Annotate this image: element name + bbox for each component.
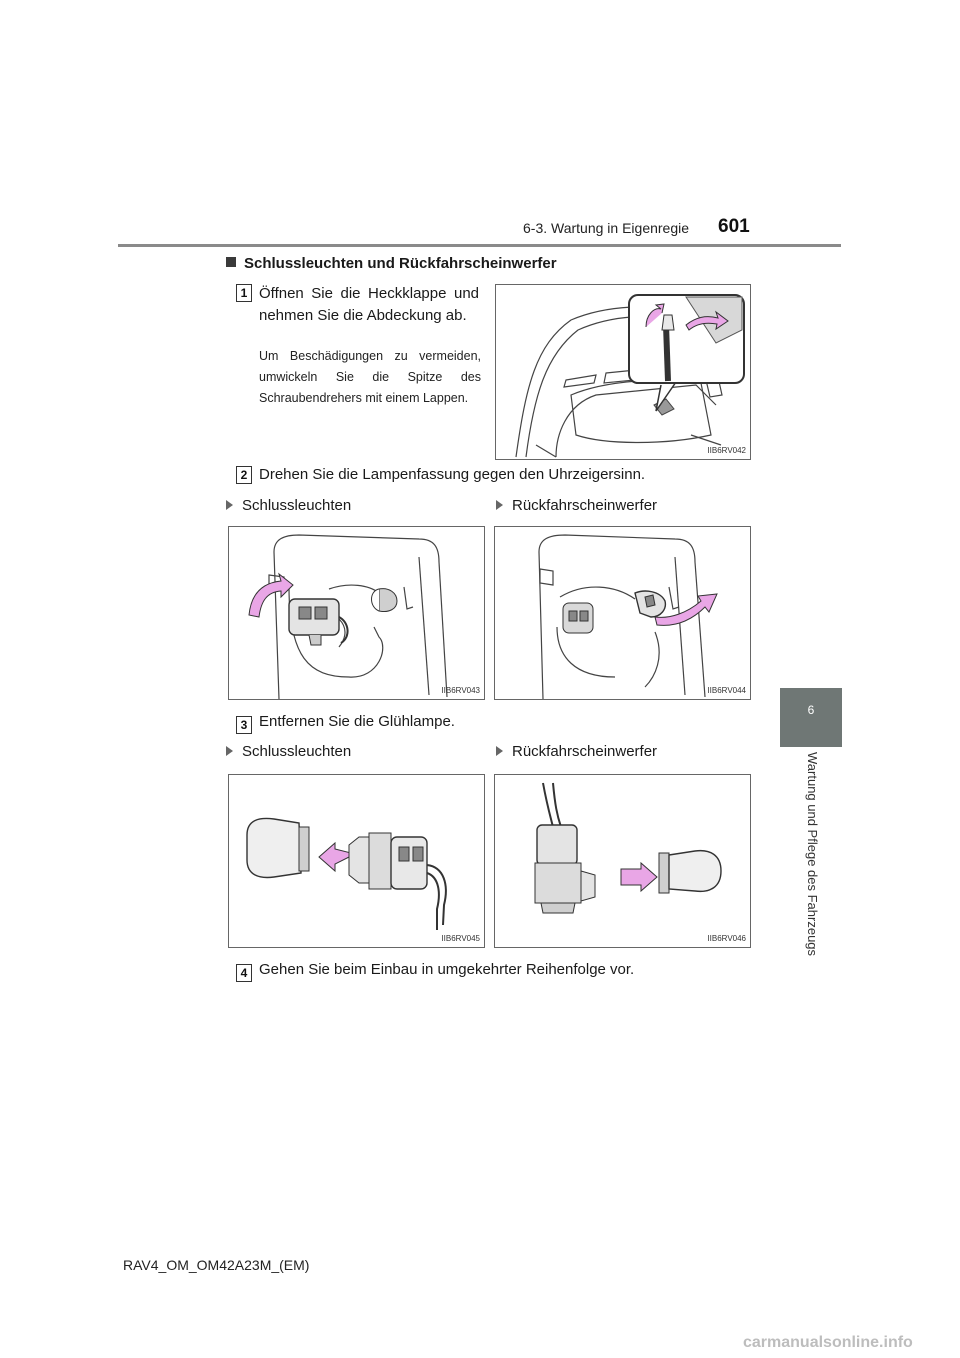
reverse-bulb-illustration xyxy=(534,782,722,914)
step-1-note: Um Beschädigungen zu vermeiden, umwickel… xyxy=(259,349,481,405)
figure-code: IIB6RV042 xyxy=(707,446,746,455)
sub-label-reverse: Rückfahrscheinwerfer xyxy=(496,743,657,760)
header-section-title: 6-3. Wartung in Eigenregie xyxy=(523,220,690,236)
footer-watermark[interactable]: carmanualsonline.info xyxy=(743,1334,913,1351)
step-1-text: Öffnen Sie die Heckklappe und nehmen Sie… xyxy=(259,285,479,324)
figure-code: IIB6RV043 xyxy=(441,686,480,695)
footer-model-code: RAV4_OM_OM42A23M_(EM) xyxy=(123,1257,310,1273)
triangle-bullet-icon xyxy=(226,500,233,510)
step-3-text: Entfernen Sie die Glühlampe. xyxy=(259,713,455,730)
triangle-bullet-icon xyxy=(226,746,233,756)
chapter-tab-number: 6 xyxy=(807,703,815,717)
figure-tail-socket-rotate: IIB6RV043 xyxy=(228,526,485,700)
chapter-tab-label: Wartung und Pflege des Fahrzeugs xyxy=(805,752,820,957)
page-number: 601 xyxy=(718,216,750,237)
figure-tail-bulb-remove: IIB6RV045 xyxy=(228,774,485,948)
step-number-badge: 2 xyxy=(236,466,252,484)
section-bullet-icon xyxy=(226,257,236,267)
section-title-text: Schlussleuchten und Rückfahrscheinwerfer xyxy=(244,255,557,272)
figure-code: IIB6RV044 xyxy=(707,686,746,695)
step-number-badge: 3 xyxy=(236,716,252,734)
step-number-badge: 4 xyxy=(236,964,252,982)
tailgate-illustration xyxy=(515,294,745,458)
figure-reverse-socket-rotate: IIB6RV044 xyxy=(494,526,751,700)
section-title: Schlussleuchten und Rückfahrscheinwerfer xyxy=(226,255,557,272)
header-divider xyxy=(118,244,841,247)
figure-reverse-bulb-remove: IIB6RV046 xyxy=(494,774,751,948)
chapter-tab xyxy=(780,688,842,747)
reverse-socket-illustration xyxy=(538,534,718,699)
figure-tailgate-cover: IIB6RV042 xyxy=(495,284,751,460)
triangle-bullet-icon xyxy=(496,746,503,756)
triangle-bullet-icon xyxy=(496,500,503,510)
tail-bulb-illustration xyxy=(246,817,447,930)
step-2-text: Drehen Sie die Lampenfassung gegen den U… xyxy=(259,466,646,483)
step-4-text: Gehen Sie beim Einbau in umgekehrter Rei… xyxy=(259,961,635,978)
tail-socket-illustration xyxy=(248,534,448,699)
step-number-badge: 1 xyxy=(236,284,252,302)
figure-code: IIB6RV045 xyxy=(441,934,480,943)
sub-label-reverse: Rückfahrscheinwerfer xyxy=(496,497,657,514)
sub-label-tail: Schlussleuchten xyxy=(226,497,351,514)
figure-code: IIB6RV046 xyxy=(707,934,746,943)
sub-label-tail: Schlussleuchten xyxy=(226,743,351,760)
